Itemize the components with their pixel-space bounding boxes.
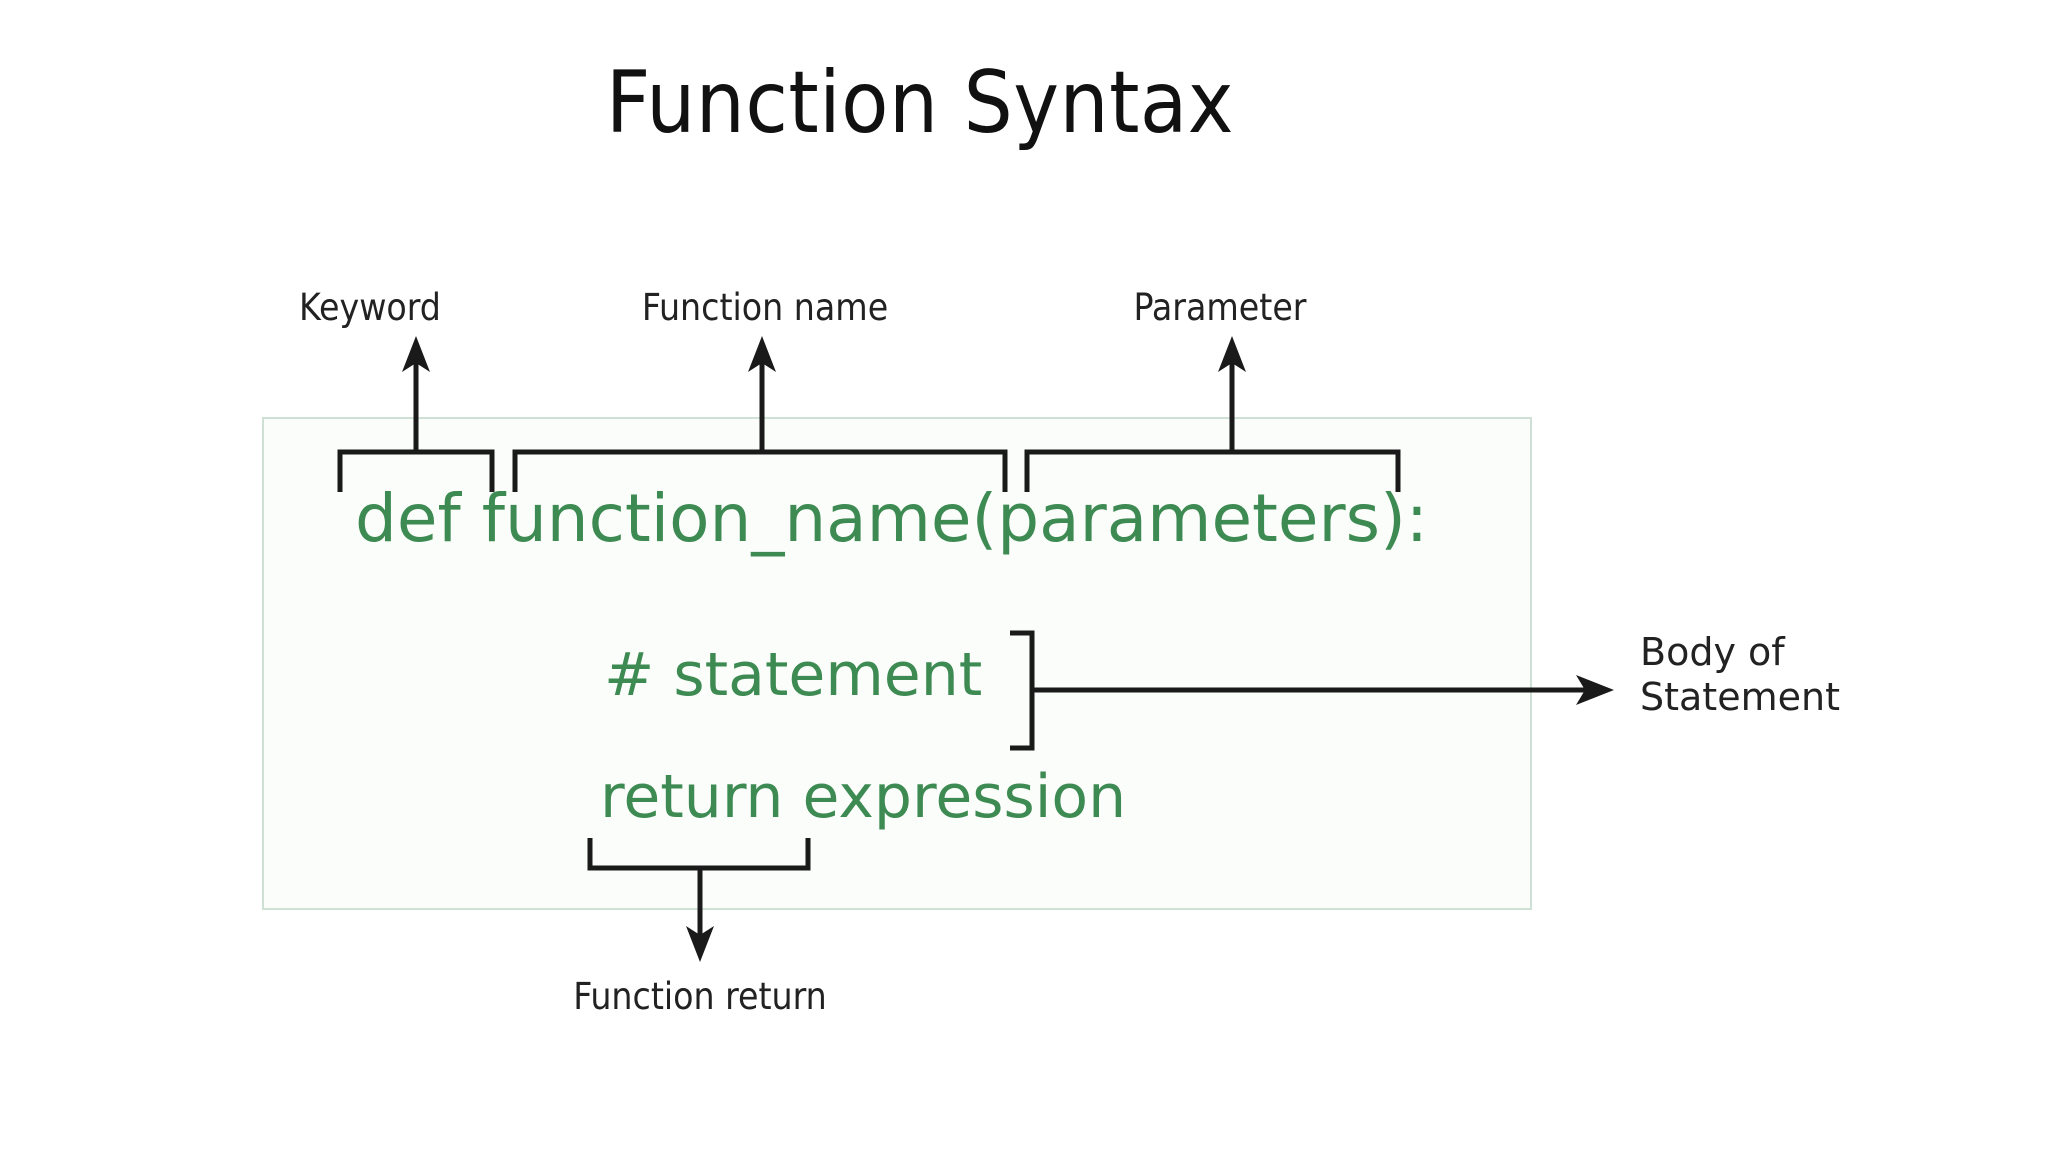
annotation-label-function-return: Function return (573, 975, 827, 1018)
code-line-signature: def function_name(parameters): (355, 480, 1429, 557)
arrow-head-function-name (748, 336, 776, 372)
annotation-label-function-name: Function name (641, 286, 889, 329)
code-line-statement: # statement (604, 640, 983, 710)
annotation-label-body-of-statement: Body of Statement (1640, 630, 1840, 719)
annotation-label-parameter: Parameter (1133, 286, 1307, 329)
code-panel (262, 417, 1532, 910)
page-title: Function Syntax (605, 53, 1235, 153)
arrow-head-function-return (686, 926, 714, 962)
arrow-head-parameter (1218, 336, 1246, 372)
annotation-label-keyword: Keyword (299, 286, 441, 329)
arrow-head-keyword (402, 336, 430, 372)
code-line-return: return expression (600, 762, 1127, 832)
arrow-head-body-of-statement (1576, 675, 1614, 705)
